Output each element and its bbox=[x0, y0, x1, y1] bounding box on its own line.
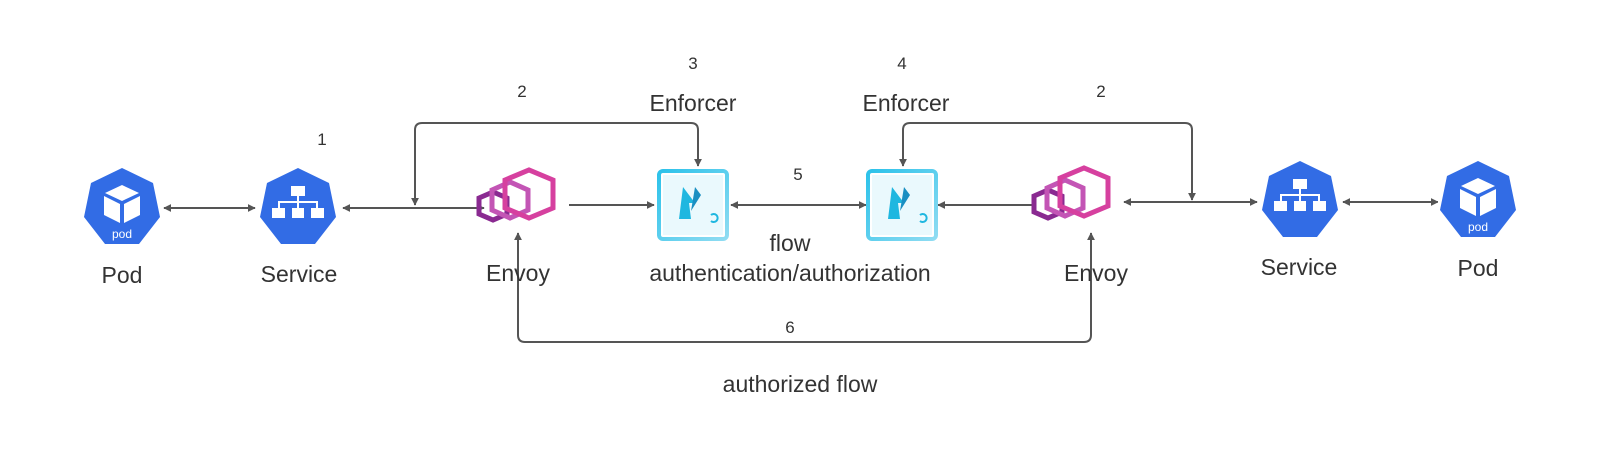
authorized-flow-label: authorized flow bbox=[722, 371, 878, 397]
envoy-label-right: Envoy bbox=[1064, 260, 1128, 286]
step-3-label: 3 bbox=[688, 54, 698, 73]
step-5-label: 5 bbox=[793, 165, 803, 184]
arrow-loop-step2-right bbox=[899, 122, 1196, 201]
step-6-label: 6 bbox=[785, 318, 795, 337]
pod-label-left: Pod bbox=[101, 262, 143, 288]
pod-icon: pod bbox=[1436, 157, 1520, 241]
enforcer-icon bbox=[657, 169, 729, 241]
step-4-label: 4 bbox=[897, 54, 907, 73]
pod-badge: pod bbox=[1468, 220, 1488, 234]
enforcer-label-right: Enforcer bbox=[862, 90, 950, 116]
step-2-left-label: 2 bbox=[517, 82, 527, 101]
pod-label-right: Pod bbox=[1457, 255, 1499, 281]
service-label-left: Service bbox=[260, 261, 338, 287]
enforcer-icon bbox=[866, 169, 938, 241]
envoy-icon bbox=[476, 167, 556, 223]
service-icon bbox=[1258, 157, 1342, 241]
flow-label: flow bbox=[769, 230, 811, 256]
step-1-label: 1 bbox=[317, 130, 327, 149]
enforcer-label-left: Enforcer bbox=[649, 90, 737, 116]
authentication-authorization-label: authentication/authorization bbox=[649, 260, 931, 286]
envoy-label-left: Envoy bbox=[486, 260, 550, 286]
pod-badge: pod bbox=[112, 227, 132, 241]
arrow-authorized-flow-step6 bbox=[514, 232, 1095, 343]
arrow-loop-step2-left bbox=[411, 122, 702, 206]
step-2-right-label: 2 bbox=[1096, 82, 1106, 101]
service-icon bbox=[256, 164, 340, 248]
pod-icon: pod bbox=[80, 164, 164, 248]
envoy-icon bbox=[1031, 165, 1111, 221]
service-label-right: Service bbox=[1260, 254, 1338, 280]
